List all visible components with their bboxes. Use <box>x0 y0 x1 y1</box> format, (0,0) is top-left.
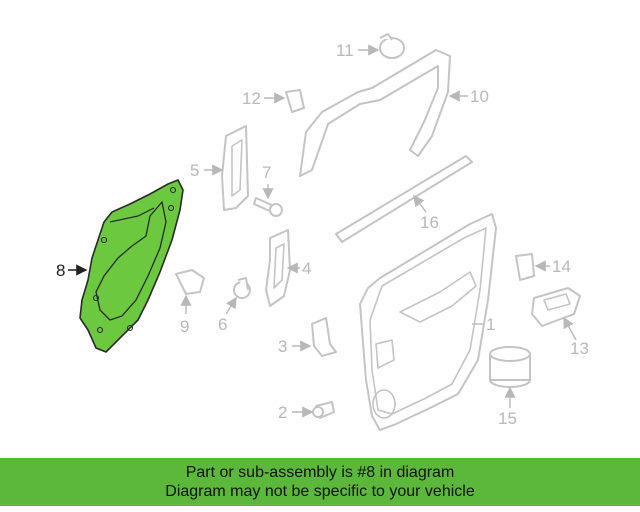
banner-line-1: Part or sub-assembly is #8 in diagram <box>185 464 455 481</box>
part-7-bolt[interactable] <box>253 197 283 217</box>
banner-line-2: Diagram may not be specific to your vehi… <box>165 483 475 500</box>
callout-4: 4 <box>302 259 311 278</box>
part-10-belt-molding[interactable] <box>299 49 451 177</box>
callout-12: 12 <box>242 89 261 108</box>
callout-8: 8 <box>56 261 65 280</box>
info-banner: Part or sub-assembly is #8 in diagram Di… <box>0 458 640 506</box>
callout-7: 7 <box>262 163 271 182</box>
part-11-fastener[interactable] <box>379 33 405 59</box>
part-3-clip[interactable] <box>311 317 337 357</box>
part-9-retainer[interactable] <box>175 269 205 295</box>
part-8-insulator[interactable] <box>79 179 184 353</box>
part-5-inside-handle[interactable] <box>221 125 249 211</box>
callout-3: 3 <box>278 337 287 356</box>
callout-15: 15 <box>498 409 517 428</box>
part-4-handle-bracket[interactable] <box>265 229 291 307</box>
part-6-push-pin[interactable] <box>233 277 251 299</box>
callout-5: 5 <box>190 161 199 180</box>
callout-11: 11 <box>336 41 354 60</box>
callout-16: 16 <box>420 213 439 232</box>
callout-9: 9 <box>180 317 189 336</box>
part-13-window-switch[interactable] <box>531 287 581 327</box>
part-15-speaker[interactable] <box>489 346 531 388</box>
callout-2: 2 <box>278 403 287 422</box>
leader-13 <box>563 316 577 341</box>
part-16-weatherstrip[interactable] <box>335 155 473 243</box>
callout-10: 10 <box>470 87 489 106</box>
part-12-clip[interactable] <box>285 89 305 113</box>
part-2-screw[interactable] <box>312 401 335 419</box>
leader-16 <box>413 194 427 213</box>
callout-6: 6 <box>218 315 227 334</box>
parts-diagram: 1 2 3 4 5 6 7 8 9 10 11 12 13 <box>56 33 589 431</box>
part-1-door-trim[interactable] <box>359 213 497 431</box>
callout-14: 14 <box>552 257 571 276</box>
callouts: 1 2 3 4 5 6 7 8 9 10 11 12 13 <box>56 41 589 428</box>
part-14-switch[interactable] <box>515 253 535 281</box>
callout-13: 13 <box>570 339 589 358</box>
callout-1: 1 <box>486 315 495 334</box>
leader-6 <box>225 296 237 315</box>
